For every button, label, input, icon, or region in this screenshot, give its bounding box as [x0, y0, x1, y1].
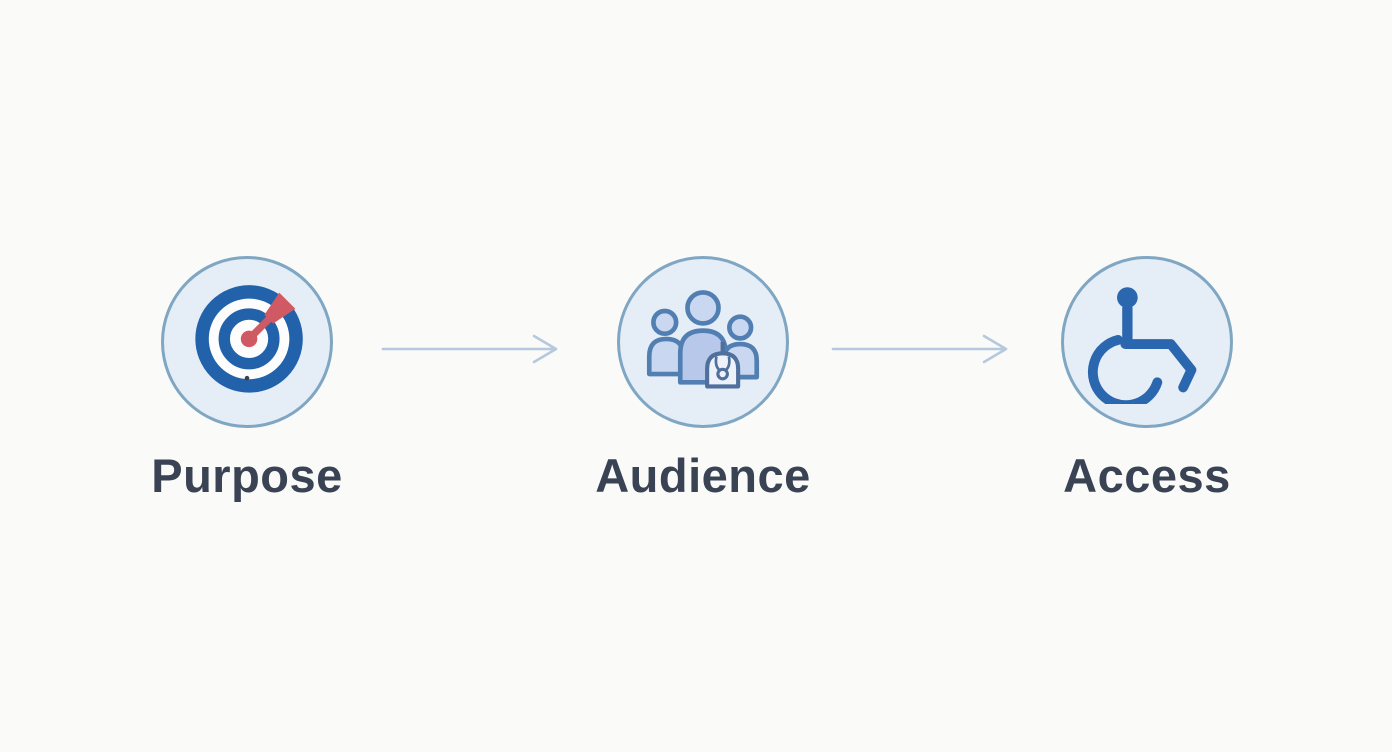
step-label-audience: Audience	[595, 449, 811, 502]
audience-group-icon	[646, 290, 760, 389]
access-badge-circle	[1061, 256, 1233, 428]
flow-arrow-audience-to-access	[831, 334, 1008, 364]
step-purpose: Purpose	[87, 256, 407, 499]
audience-badge-circle	[617, 256, 789, 428]
purpose-badge-circle	[161, 256, 333, 428]
wheelchair-accessibility-icon	[1087, 287, 1197, 404]
step-audience: Audience	[543, 256, 863, 499]
step-access: Access	[987, 256, 1307, 499]
target-dart-icon	[195, 285, 303, 393]
step-label-purpose: Purpose	[151, 449, 343, 502]
step-label-access: Access	[1063, 449, 1231, 502]
flow-arrow-purpose-to-audience	[381, 334, 558, 364]
